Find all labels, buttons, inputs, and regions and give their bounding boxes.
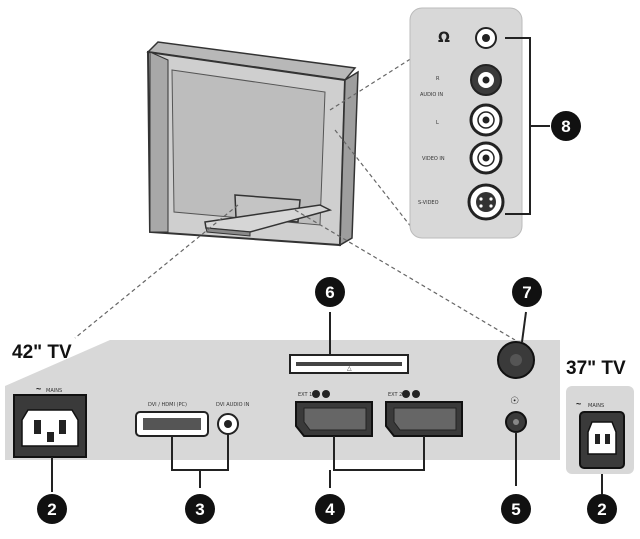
- svg-text:7: 7: [522, 283, 531, 302]
- card-slot-icon: △: [347, 366, 352, 372]
- pc-audio-label: DVI AUDIO IN: [216, 402, 250, 408]
- callout-3: 3: [185, 494, 215, 524]
- callout-4: 4: [315, 494, 345, 524]
- tv-rear-illustration: [146, 41, 359, 247]
- svg-text:6: 6: [325, 283, 334, 302]
- mains-symbol: ~: [36, 384, 41, 394]
- video-in-label: VIDEO IN: [422, 156, 445, 162]
- svg-text:2: 2: [47, 500, 56, 519]
- ext1-label: EXT 1: [298, 392, 312, 398]
- ext2-label: EXT 2: [388, 392, 402, 398]
- tv-42-label: 42" TV: [12, 342, 72, 363]
- antenna-icon: ☉: [510, 396, 519, 407]
- svg-text:4: 4: [325, 500, 335, 519]
- callout-8: 8: [551, 111, 581, 141]
- callout-2-left: 2: [37, 494, 67, 524]
- audio-r-label: R: [436, 76, 440, 82]
- mains-label-37: MAINS: [588, 403, 604, 409]
- audio-in-label: AUDIO IN: [420, 92, 443, 98]
- svideo-label: S-VIDEO: [418, 200, 439, 206]
- side-connector-panel: Ω R AUDIO IN L VIDEO IN S-VIDEO: [409, 7, 550, 239]
- svg-text:3: 3: [195, 500, 204, 519]
- leader-lines: [74, 57, 516, 341]
- callout-6: 6: [315, 277, 345, 307]
- callout-2-right: 2: [587, 494, 617, 524]
- headphone-icon: Ω: [438, 30, 450, 46]
- svg-text:5: 5: [511, 500, 520, 519]
- callout-5: 5: [501, 494, 531, 524]
- mains-37-panel: ~ MAINS: [566, 386, 634, 494]
- svg-text:2: 2: [597, 500, 606, 519]
- dvi-label: DVI / HDMI (PC): [148, 402, 187, 408]
- svg-text:8: 8: [561, 117, 570, 136]
- mains-symbol-37: ~: [576, 399, 581, 409]
- callout-7: 7: [512, 277, 542, 307]
- mains-label-42: MAINS: [46, 388, 62, 394]
- rear-connector-panel: ~ MAINS DVI / HDMI (PC) DVI AUDIO IN △ E…: [5, 340, 560, 460]
- audio-l-label: L: [436, 120, 439, 126]
- tv-37-label: 37" TV: [566, 358, 626, 379]
